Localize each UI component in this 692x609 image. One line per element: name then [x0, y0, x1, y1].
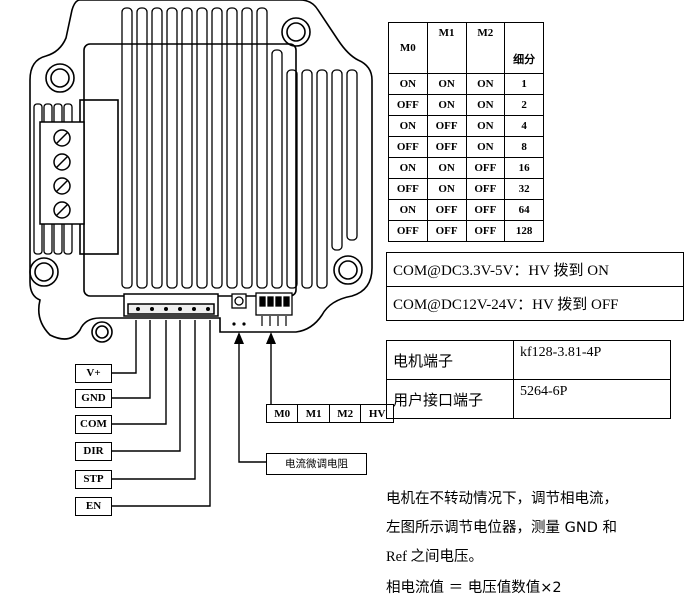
hv-row-24v: COM@DC12V-24V：HV 拨到 OFF [386, 286, 684, 321]
pin-label-stp: STP [75, 470, 112, 489]
user-connector [123, 293, 219, 317]
board-outline [29, 0, 373, 340]
motor-terminal-block [39, 121, 85, 225]
microstep-cell: OFF [388, 94, 428, 116]
microstep-cell: OFF [465, 178, 506, 200]
microstep-cell: ON [388, 199, 428, 221]
mount-hole-bl [29, 257, 59, 287]
mount-hole-br-inner [338, 260, 358, 280]
pin-label-en: EN [75, 497, 112, 516]
mount-hole-bl-inner [34, 262, 54, 282]
microstep-cell: 8 [504, 136, 544, 158]
component-block [79, 99, 119, 255]
mount-hole-br [333, 255, 363, 285]
hv-switch-table: COM@DC3.3V-5V：HV 拨到 ON COM@DC12V-24V：HV … [386, 252, 684, 321]
pin-label-com: COM [75, 415, 112, 434]
microstep-cell: 32 [504, 178, 544, 200]
microstep-cell: 16 [504, 157, 544, 179]
pot-arrow [238, 338, 266, 463]
switch-label-m1: M1 [297, 404, 330, 423]
pin-label-gnd: GND [75, 389, 112, 408]
motor-terminal-label: 电机端子 [386, 340, 514, 380]
microstep-cell: OFF [388, 178, 428, 200]
switch-label-hv: HV [360, 404, 394, 423]
microstep-cell: OFF [465, 220, 506, 242]
col-header-m2: M2 [465, 22, 506, 74]
microstep-cell: 2 [504, 94, 544, 116]
motor-terminal-value: kf128-3.81-4P [513, 340, 671, 380]
microstep-cell: ON [465, 94, 506, 116]
microstep-cell: ON [388, 115, 428, 137]
dip-switch [255, 292, 293, 316]
microstep-cell: OFF [426, 115, 467, 137]
switch-label-m0: M0 [265, 404, 299, 423]
pin-label-dir: DIR [75, 442, 112, 461]
microstep-cell: ON [465, 136, 506, 158]
hv-row-5v: COM@DC3.3V-5V：HV 拨到 ON [386, 252, 684, 287]
mount-hole-bottom [91, 321, 113, 343]
note-line-4: 相电流值 ＝ 电压值数值×2 [386, 580, 562, 596]
microstep-cell: OFF [426, 220, 467, 242]
note-line-1: 电机在不转动情况下，调节相电流， [386, 491, 618, 507]
note-line-2: 左图所示调节电位器，测量 GND 和 [386, 520, 617, 536]
microstep-cell: ON [426, 157, 467, 179]
pin-label-vplus: V+ [75, 364, 112, 383]
microstep-cell: OFF [426, 136, 467, 158]
mount-hole-tr [281, 17, 311, 47]
col-header-m0: M0 [388, 22, 428, 74]
microstep-cell: OFF [465, 199, 506, 221]
user-terminal-value: 5264-6P [513, 379, 671, 419]
microstep-cell: ON [465, 73, 506, 95]
microstep-cell: 128 [504, 220, 544, 242]
microstep-cell: 1 [504, 73, 544, 95]
inner-plate [83, 43, 297, 297]
col-header-subdivision: 细分 [504, 22, 544, 74]
col-header-m1: M1 [426, 22, 467, 74]
mount-hole-bottom-inner [95, 325, 109, 339]
switch-label-m2: M2 [328, 404, 362, 423]
microstep-cell: ON [388, 73, 428, 95]
mount-hole-tr-inner [286, 22, 306, 42]
microstep-cell: 64 [504, 199, 544, 221]
pot-label: 电流微调电阻 [266, 453, 367, 475]
note-line-3: Ref 之间电压。 [386, 549, 484, 565]
mount-hole-tl-inner [50, 68, 70, 88]
terminal-table: 电机端子 kf128-3.81-4P 用户接口端子 5264-6P [386, 340, 671, 419]
mount-hole-tl [45, 63, 75, 93]
potentiometer [231, 293, 247, 309]
pin-leader-lines [112, 320, 211, 507]
microstep-cell: OFF [388, 136, 428, 158]
microstep-cell: ON [426, 178, 467, 200]
microstep-cell: OFF [426, 199, 467, 221]
microstep-cell: ON [426, 94, 467, 116]
user-terminal-label: 用户接口端子 [386, 379, 514, 419]
microstep-cell: OFF [465, 157, 506, 179]
microstep-cell: ON [465, 115, 506, 137]
microstep-cell: 4 [504, 115, 544, 137]
microstep-cell: ON [388, 157, 428, 179]
microstep-cell: OFF [388, 220, 428, 242]
switch-label-row: M0 M1 M2 HV [265, 404, 394, 423]
microstep-cell: ON [426, 73, 467, 95]
